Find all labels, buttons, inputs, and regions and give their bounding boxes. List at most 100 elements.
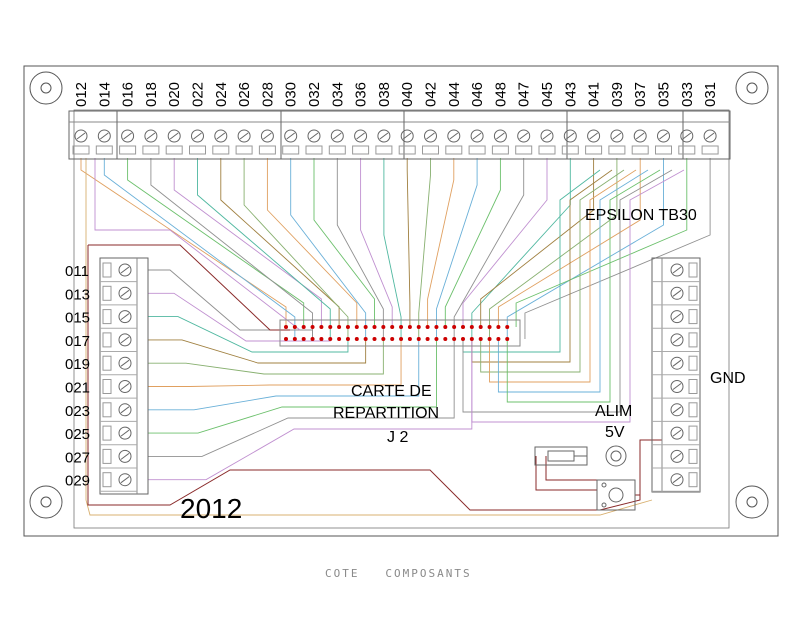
left-terminal-015 bbox=[100, 309, 137, 329]
top-terminal-label: 046 bbox=[469, 82, 486, 107]
footer-label: COTE COMPOSANTS bbox=[325, 567, 472, 580]
trace bbox=[127, 158, 305, 327]
header-pad bbox=[310, 325, 315, 329]
top-terminal-032 bbox=[305, 129, 323, 155]
board-inner-outline bbox=[73, 109, 730, 529]
top-terminal-label: 024 bbox=[213, 82, 230, 107]
top-terminal-label: 012 bbox=[73, 82, 90, 107]
trace bbox=[360, 158, 393, 327]
power-switch bbox=[596, 479, 636, 511]
header-pad bbox=[363, 325, 368, 329]
mounting-hole-tl bbox=[29, 71, 63, 105]
header-pad bbox=[284, 337, 288, 341]
top-terminal-026 bbox=[235, 129, 253, 155]
top-terminal-label: 031 bbox=[702, 82, 719, 107]
top-terminal-label: 032 bbox=[306, 82, 323, 107]
top-terminal-label: 048 bbox=[492, 82, 509, 107]
trace bbox=[148, 269, 313, 339]
top-terminal-034 bbox=[328, 129, 346, 155]
top-terminal-label: 040 bbox=[399, 82, 416, 107]
header-pad bbox=[505, 337, 510, 341]
header-pad bbox=[292, 325, 297, 329]
board-outline bbox=[23, 65, 779, 537]
gnd-terminal bbox=[652, 402, 700, 422]
header-pad bbox=[345, 337, 350, 341]
mounting-hole-bl bbox=[29, 485, 63, 519]
trace bbox=[497, 169, 649, 393]
top-terminal-022 bbox=[189, 129, 206, 155]
trace bbox=[497, 158, 641, 327]
trace bbox=[148, 339, 437, 434]
top-terminal-047 bbox=[515, 129, 533, 155]
top-terminal-018 bbox=[142, 129, 160, 155]
top-terminal-033 bbox=[678, 129, 696, 155]
top-terminal-label: 033 bbox=[679, 82, 696, 107]
trace bbox=[148, 339, 384, 375]
trace bbox=[313, 158, 375, 327]
header-pad bbox=[328, 337, 333, 341]
header-pad bbox=[452, 325, 457, 329]
left-terminal-label: 027 bbox=[65, 449, 90, 466]
header-pad bbox=[319, 337, 324, 341]
header-pad bbox=[434, 337, 439, 341]
trace bbox=[336, 158, 384, 339]
left-terminal-013 bbox=[100, 285, 137, 306]
board-label-line-1: CARTE DE bbox=[351, 383, 432, 400]
gnd-terminal bbox=[652, 262, 700, 283]
header-pad bbox=[496, 325, 501, 329]
trace bbox=[197, 158, 331, 339]
header-pad bbox=[478, 337, 483, 341]
left-terminal-025 bbox=[100, 425, 137, 446]
power-trace bbox=[635, 439, 662, 496]
trace bbox=[103, 158, 296, 339]
gnd-terminal bbox=[652, 425, 700, 446]
header-pad bbox=[399, 325, 404, 329]
header-pad bbox=[381, 325, 386, 329]
top-terminal-label: 041 bbox=[586, 82, 603, 107]
top-terminal-037 bbox=[631, 129, 649, 155]
top-terminal-label: 037 bbox=[632, 82, 649, 107]
top-terminal-014 bbox=[95, 129, 113, 155]
mounting-hole-br bbox=[735, 485, 769, 519]
header-pad bbox=[292, 337, 297, 341]
top-terminal-label: 043 bbox=[562, 82, 579, 107]
header-pad bbox=[469, 337, 474, 341]
left-terminal-label: 029 bbox=[65, 473, 90, 490]
top-terminal-039 bbox=[608, 129, 626, 155]
trace bbox=[515, 158, 688, 327]
top-terminal-label: 047 bbox=[516, 82, 533, 107]
trace bbox=[524, 158, 711, 339]
board-label-line-3: J 2 bbox=[387, 429, 408, 446]
header-pad bbox=[301, 325, 306, 329]
power-label-line-2: 5V bbox=[605, 424, 625, 441]
trace bbox=[480, 158, 595, 327]
top-terminal-label: 034 bbox=[329, 82, 346, 107]
top-terminal-028 bbox=[258, 129, 276, 155]
header-pad bbox=[487, 325, 492, 329]
gnd-terminal bbox=[652, 309, 700, 329]
left-terminal-023 bbox=[100, 402, 137, 422]
left-terminal-027 bbox=[100, 448, 137, 469]
trace bbox=[266, 158, 358, 327]
trace bbox=[80, 158, 287, 327]
header-pad bbox=[284, 325, 288, 329]
header-pad bbox=[452, 337, 457, 341]
trace bbox=[453, 158, 525, 339]
device-label: EPSILON TB30 bbox=[585, 207, 697, 224]
header-pad bbox=[416, 325, 421, 329]
trace bbox=[148, 339, 367, 364]
trace bbox=[220, 158, 340, 327]
top-terminal-label: 039 bbox=[609, 82, 626, 107]
top-terminal-label: 020 bbox=[166, 82, 183, 107]
top-terminal-020 bbox=[165, 129, 183, 155]
header-pad bbox=[310, 337, 315, 341]
board-label-line-2: REPARTITION bbox=[333, 405, 439, 422]
left-terminal-label: 017 bbox=[65, 333, 90, 350]
gnd-label: GND bbox=[710, 370, 746, 387]
gnd-terminal bbox=[652, 448, 700, 469]
top-terminal-label: 030 bbox=[283, 82, 300, 107]
top-terminal-block bbox=[68, 110, 731, 160]
trace bbox=[462, 169, 601, 353]
header-pad bbox=[461, 325, 465, 329]
